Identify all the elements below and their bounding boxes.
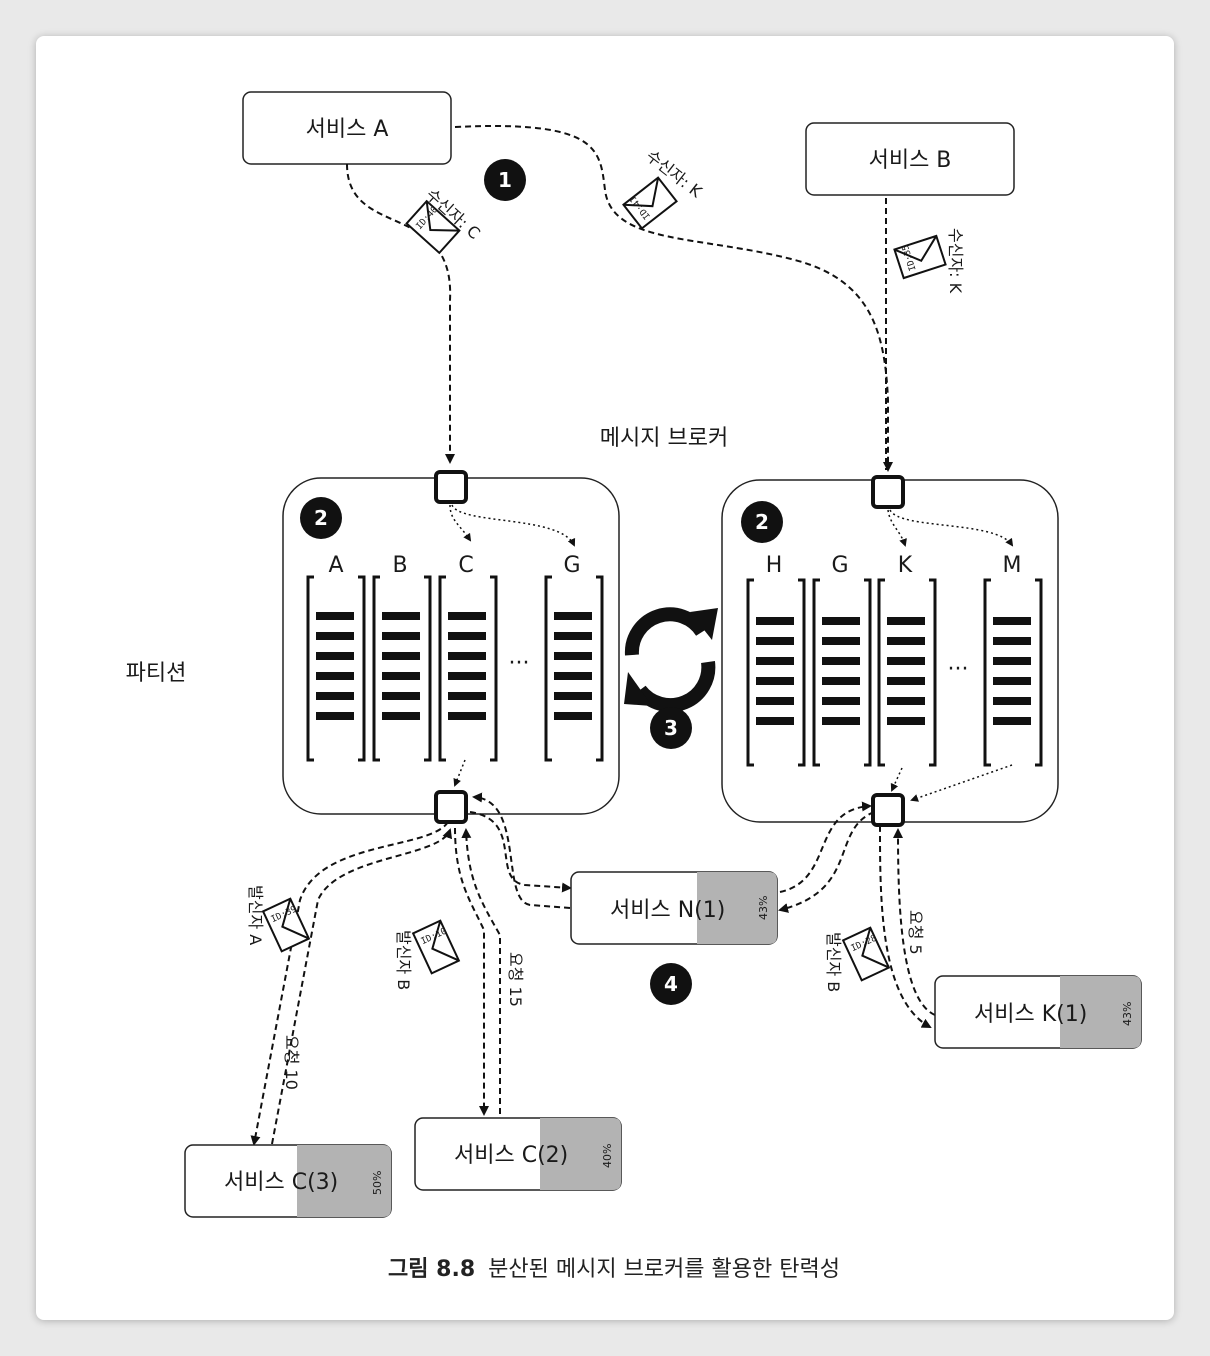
message-28-label: 발신자 B	[824, 932, 843, 992]
partition-queue	[438, 575, 498, 762]
message-10-label: 발신자 B	[394, 930, 413, 990]
service-a-box: 서비스 A	[242, 91, 452, 165]
svg-text:2: 2	[314, 506, 328, 530]
right-broker-output-port	[871, 793, 905, 827]
service-c3-label: 서비스 C(3)	[224, 1170, 338, 1195]
partition-column-label: H	[766, 553, 783, 578]
flow-a-to-right-broker	[454, 125, 893, 472]
flow-left-to-c2	[454, 827, 489, 1116]
message-39-label: 발신자 A	[246, 885, 265, 945]
flow-k-to-right	[893, 828, 936, 1016]
caption-text: 분산된 메시지 브로커를 활용한 탄력성	[488, 1257, 840, 1282]
flow-n-to-right	[779, 801, 872, 893]
request-10-label: 요청 10	[282, 1035, 301, 1090]
service-c2-box: 서비스 C(2) 40%	[414, 1117, 622, 1191]
partition-ellipsis: ···	[509, 651, 530, 676]
caption-prefix: 그림 8.8	[388, 1257, 475, 1282]
svg-text:3: 3	[664, 716, 678, 740]
partition-column-label: M	[1003, 553, 1022, 578]
request-15-label: 요청 15	[506, 952, 525, 1007]
flow-n-to-left	[472, 792, 571, 909]
svg-text:4: 4	[664, 972, 678, 996]
partition-queue	[372, 575, 432, 762]
partition-queue	[877, 578, 937, 767]
request-5-label: 요청 5	[906, 910, 925, 955]
service-k-label: 서비스 K(1)	[974, 1002, 1087, 1027]
flow-c3-to-left	[271, 828, 452, 1145]
left-broker: 2 A B C G ···	[282, 470, 620, 824]
step-badge-1: 1	[484, 159, 526, 201]
service-b-label: 서비스 B	[869, 148, 952, 173]
right-broker-input-port	[871, 475, 905, 509]
message-envelope-39: ID:39	[262, 897, 310, 953]
partition-column-label: C	[458, 553, 473, 578]
partition-column-label: G	[563, 553, 580, 578]
service-n-load: 43%	[757, 896, 770, 920]
figure-caption: 그림 8.8 분산된 메시지 브로커를 활용한 탄력성	[388, 1257, 840, 1282]
partition-column-label: K	[898, 553, 913, 578]
message-envelope-28: ID:28	[842, 926, 890, 982]
broker-title: 메시지 브로커	[600, 426, 728, 451]
left-broker-output-port	[434, 790, 468, 824]
flow-left-to-n	[469, 811, 572, 893]
message-envelope-41: ID:41	[622, 176, 678, 230]
message-envelope-40: ID:40	[405, 200, 461, 254]
right-broker-badge: 2	[741, 501, 783, 543]
service-c3-box: 서비스 C(3) 50%	[184, 1144, 392, 1218]
flow-a-to-left-broker	[346, 163, 455, 464]
service-a-label: 서비스 A	[306, 117, 389, 142]
svg-text:1: 1	[498, 168, 512, 192]
left-broker-badge: 2	[300, 497, 342, 539]
flow-left-to-c3	[250, 821, 449, 1146]
right-broker: 2 H G K M ···	[721, 475, 1059, 827]
step-badge-4: 4	[650, 963, 692, 1005]
step-badge-3: 3	[650, 707, 692, 749]
partition-column-label: B	[392, 553, 407, 578]
sync-icon	[624, 607, 718, 713]
service-c2-label: 서비스 C(2)	[454, 1143, 568, 1168]
message-35-label: 수신자: K	[946, 228, 965, 294]
svg-text:2: 2	[755, 510, 769, 534]
service-c3-load: 50%	[371, 1171, 384, 1195]
flow-c2-to-left	[461, 828, 501, 1114]
partition-column-label: G	[831, 553, 848, 578]
message-envelope-35: ID:35	[893, 234, 947, 280]
service-c2-load: 40%	[601, 1144, 614, 1168]
service-b-box: 서비스 B	[805, 122, 1015, 196]
partition-label: 파티션	[126, 661, 187, 686]
service-k-box: 서비스 K(1) 43%	[934, 975, 1142, 1049]
partition-column-label: A	[328, 553, 343, 578]
partition-queue	[544, 575, 604, 762]
left-broker-input-port	[434, 470, 468, 504]
partition-queue	[746, 578, 806, 767]
partition-queue	[812, 578, 872, 767]
partition-ellipsis: ···	[948, 657, 969, 682]
partition-queue	[983, 578, 1043, 767]
flow-right-to-k	[879, 825, 932, 1028]
service-n-label: 서비스 N(1)	[610, 898, 725, 923]
service-k-load: 43%	[1121, 1002, 1134, 1026]
flow-right-to-n	[778, 811, 875, 913]
message-envelope-10: ID:10	[412, 919, 460, 975]
service-n-box: 서비스 N(1) 43%	[570, 871, 778, 945]
partition-queue	[306, 575, 366, 762]
